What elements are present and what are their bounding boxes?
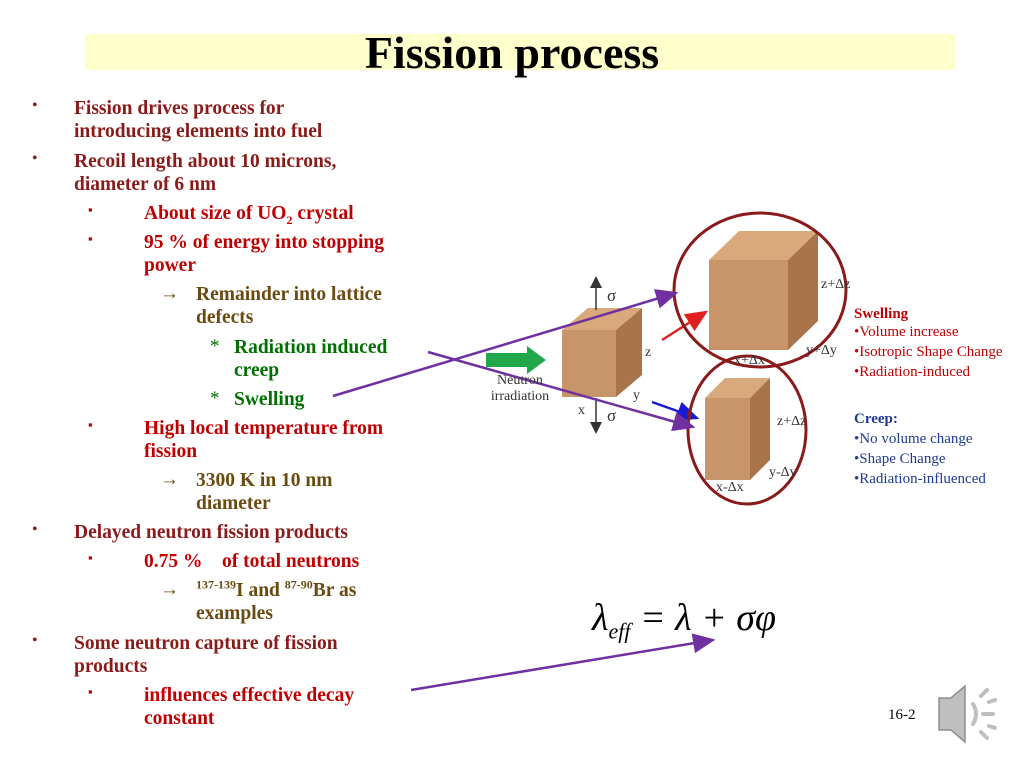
pointer-formula	[410, 633, 716, 692]
creep-x-label: x-Δx	[716, 480, 744, 495]
speaker-icon[interactable]	[938, 684, 997, 744]
slide-title: Fission process	[364, 27, 660, 78]
neutron-irradiation-label: Neutron irradiation	[490, 373, 550, 404]
pointer-swelling	[332, 289, 679, 398]
axis-x-label: x	[578, 403, 585, 418]
pointer-creep	[427, 350, 696, 432]
title-band	[85, 34, 955, 70]
neutron-arrow-icon	[486, 346, 546, 374]
swell-x-label: x+Δx	[734, 353, 765, 368]
swelling-cube	[709, 231, 818, 350]
creep-cube	[705, 378, 770, 480]
effective-decay-formula: λeff = λ + σφ	[592, 597, 776, 644]
swell-y-label: y+Δy	[806, 343, 837, 358]
axis-z-label: z	[645, 345, 652, 360]
creep-z-label: z+Δz	[777, 414, 807, 429]
original-cube	[562, 308, 642, 397]
slide-number: 16-2	[888, 707, 916, 723]
swelling-legend: Swelling •Volume increase •Isotropic Sha…	[854, 306, 1003, 380]
sigma-bottom-label: σ	[607, 406, 617, 425]
creep-legend: Creep: •No volume change •Shape Change •…	[854, 411, 986, 487]
swell-z-label: z+Δz	[821, 277, 851, 292]
sigma-top-label: σ	[607, 286, 617, 305]
axis-y-label: y	[633, 388, 640, 403]
creep-y-label: y-Δy	[769, 465, 797, 480]
